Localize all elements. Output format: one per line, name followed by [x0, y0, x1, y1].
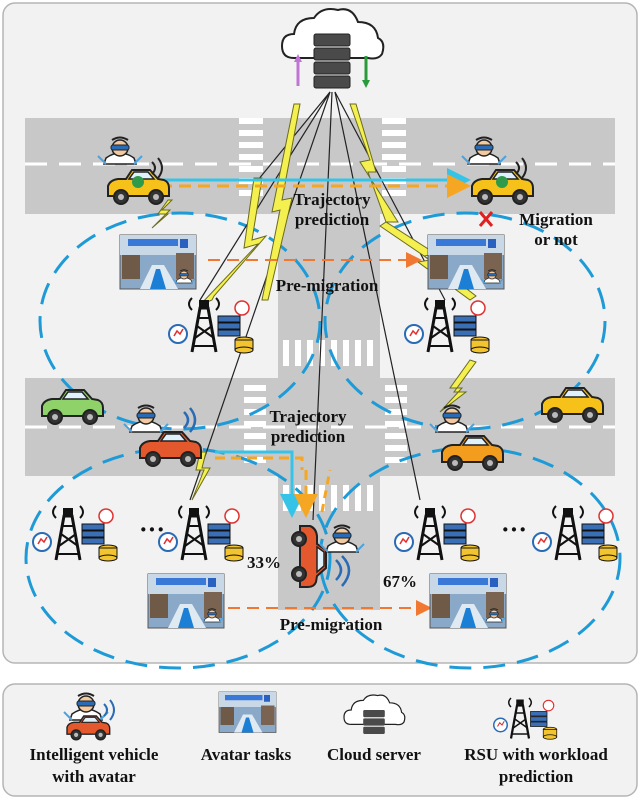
legend-tasks-label: Avatar tasks	[200, 745, 292, 764]
ellipsis-left: ···	[138, 515, 165, 544]
avatar-task-screen-4	[429, 573, 507, 629]
avatar-task-screen-3	[147, 573, 225, 629]
legend-vehicle-icon	[63, 692, 115, 741]
legend-cloud-label: Cloud server	[327, 745, 421, 764]
legend-vehicle-label: Intelligent vehicle with avatar	[29, 745, 159, 786]
vehicle-top-right	[461, 136, 534, 205]
vehicle-top-left	[97, 136, 170, 205]
red-x-icon	[478, 211, 494, 227]
trajectory-prediction-top-label: Trajectory prediction	[293, 190, 371, 229]
pct-right-label: 67%	[383, 572, 417, 591]
legend-panel	[2, 683, 638, 797]
pre-migration-top-label: Pre-migration	[275, 276, 379, 295]
avatar-task-screen-1	[119, 234, 197, 290]
ellipsis-right: ···	[500, 515, 527, 544]
vehicle-middle-left	[123, 404, 202, 467]
trajectory-arrow-top	[160, 168, 471, 198]
trajectory-arrow-middle	[215, 450, 332, 518]
pre-migration-bottom-label: Pre-migration	[279, 615, 383, 634]
cloud-server-icon	[281, 8, 385, 89]
coverage-area-top-right	[323, 211, 607, 431]
migration-or-not-label: Migration or not	[519, 210, 593, 249]
coverage-area-top-left	[38, 211, 322, 431]
pct-left-label: 33%	[247, 553, 281, 572]
legend-cloud-icon	[343, 694, 406, 734]
avatar-task-screen-2	[427, 234, 505, 290]
legend-rsu-label: RSU with workload prediction	[464, 745, 608, 786]
roads	[25, 118, 615, 610]
trajectory-prediction-middle-label: Trajectory prediction	[269, 407, 347, 446]
legend-tasks-icon	[218, 691, 277, 733]
